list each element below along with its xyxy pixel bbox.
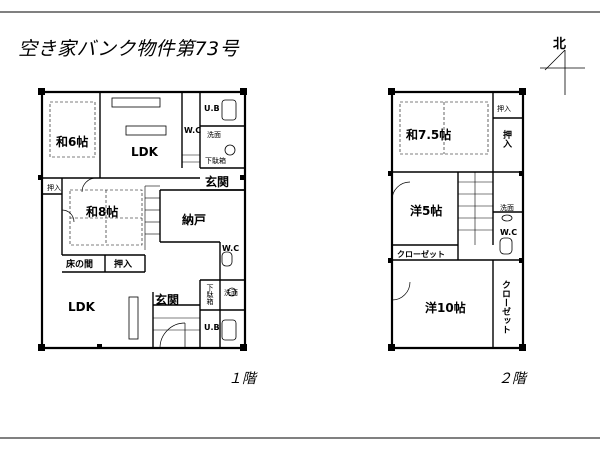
room-ub-lower: U.B xyxy=(204,323,220,332)
room-you-10: 洋10帖 xyxy=(425,301,466,315)
north-arrow-icon xyxy=(540,49,585,95)
room-you-5: 洋5帖 xyxy=(410,204,443,218)
room-closet-vertical: クローゼット xyxy=(500,280,510,334)
floor1-plan xyxy=(38,88,247,351)
room-closet-horizontal: クローゼット xyxy=(397,250,445,259)
room-ldk-upper: LDK xyxy=(131,145,158,159)
room-geta-lower: 下駄箱 xyxy=(206,284,214,305)
room-genkan-lower: 玄関 xyxy=(155,293,180,307)
room-wc: W.C xyxy=(500,228,518,237)
room-senmen-lower: 洗面 xyxy=(224,289,238,297)
room-tokonoma: 床の間 xyxy=(66,260,94,270)
room-geta-upper: 下駄箱 xyxy=(205,157,226,165)
room-genkan-upper: 玄関 xyxy=(205,175,230,189)
room-oshiire: 押入 xyxy=(114,260,133,270)
floor2-plan xyxy=(388,88,526,351)
room-washitsu-8: 和8帖 xyxy=(86,205,119,219)
room-oshiire-side: 押入 xyxy=(501,130,511,148)
room-washitsu-6: 和6帖 xyxy=(56,135,89,149)
room-ub-upper: U.B xyxy=(204,104,220,113)
room-washitsu-7-5: 和7.5帖 xyxy=(406,128,452,142)
page-title: 空き家バンク物件第73号 xyxy=(18,38,240,60)
room-oshiire-small: 押入 xyxy=(47,184,61,192)
room-senmen-upper: 洗面 xyxy=(207,131,221,139)
north-label: 北 xyxy=(553,37,567,52)
floor1-label: １階 xyxy=(228,371,256,387)
floor2-label: ２階 xyxy=(498,371,526,387)
room-ldk-lower: LDK xyxy=(68,300,95,314)
room-wc-middle: W.C xyxy=(222,244,240,253)
room-wc-upper: W.C xyxy=(184,126,202,135)
room-oshiire-top: 押入 xyxy=(497,105,511,113)
room-senmen: 洗面 xyxy=(500,204,514,212)
room-nando: 納戸 xyxy=(182,213,207,227)
